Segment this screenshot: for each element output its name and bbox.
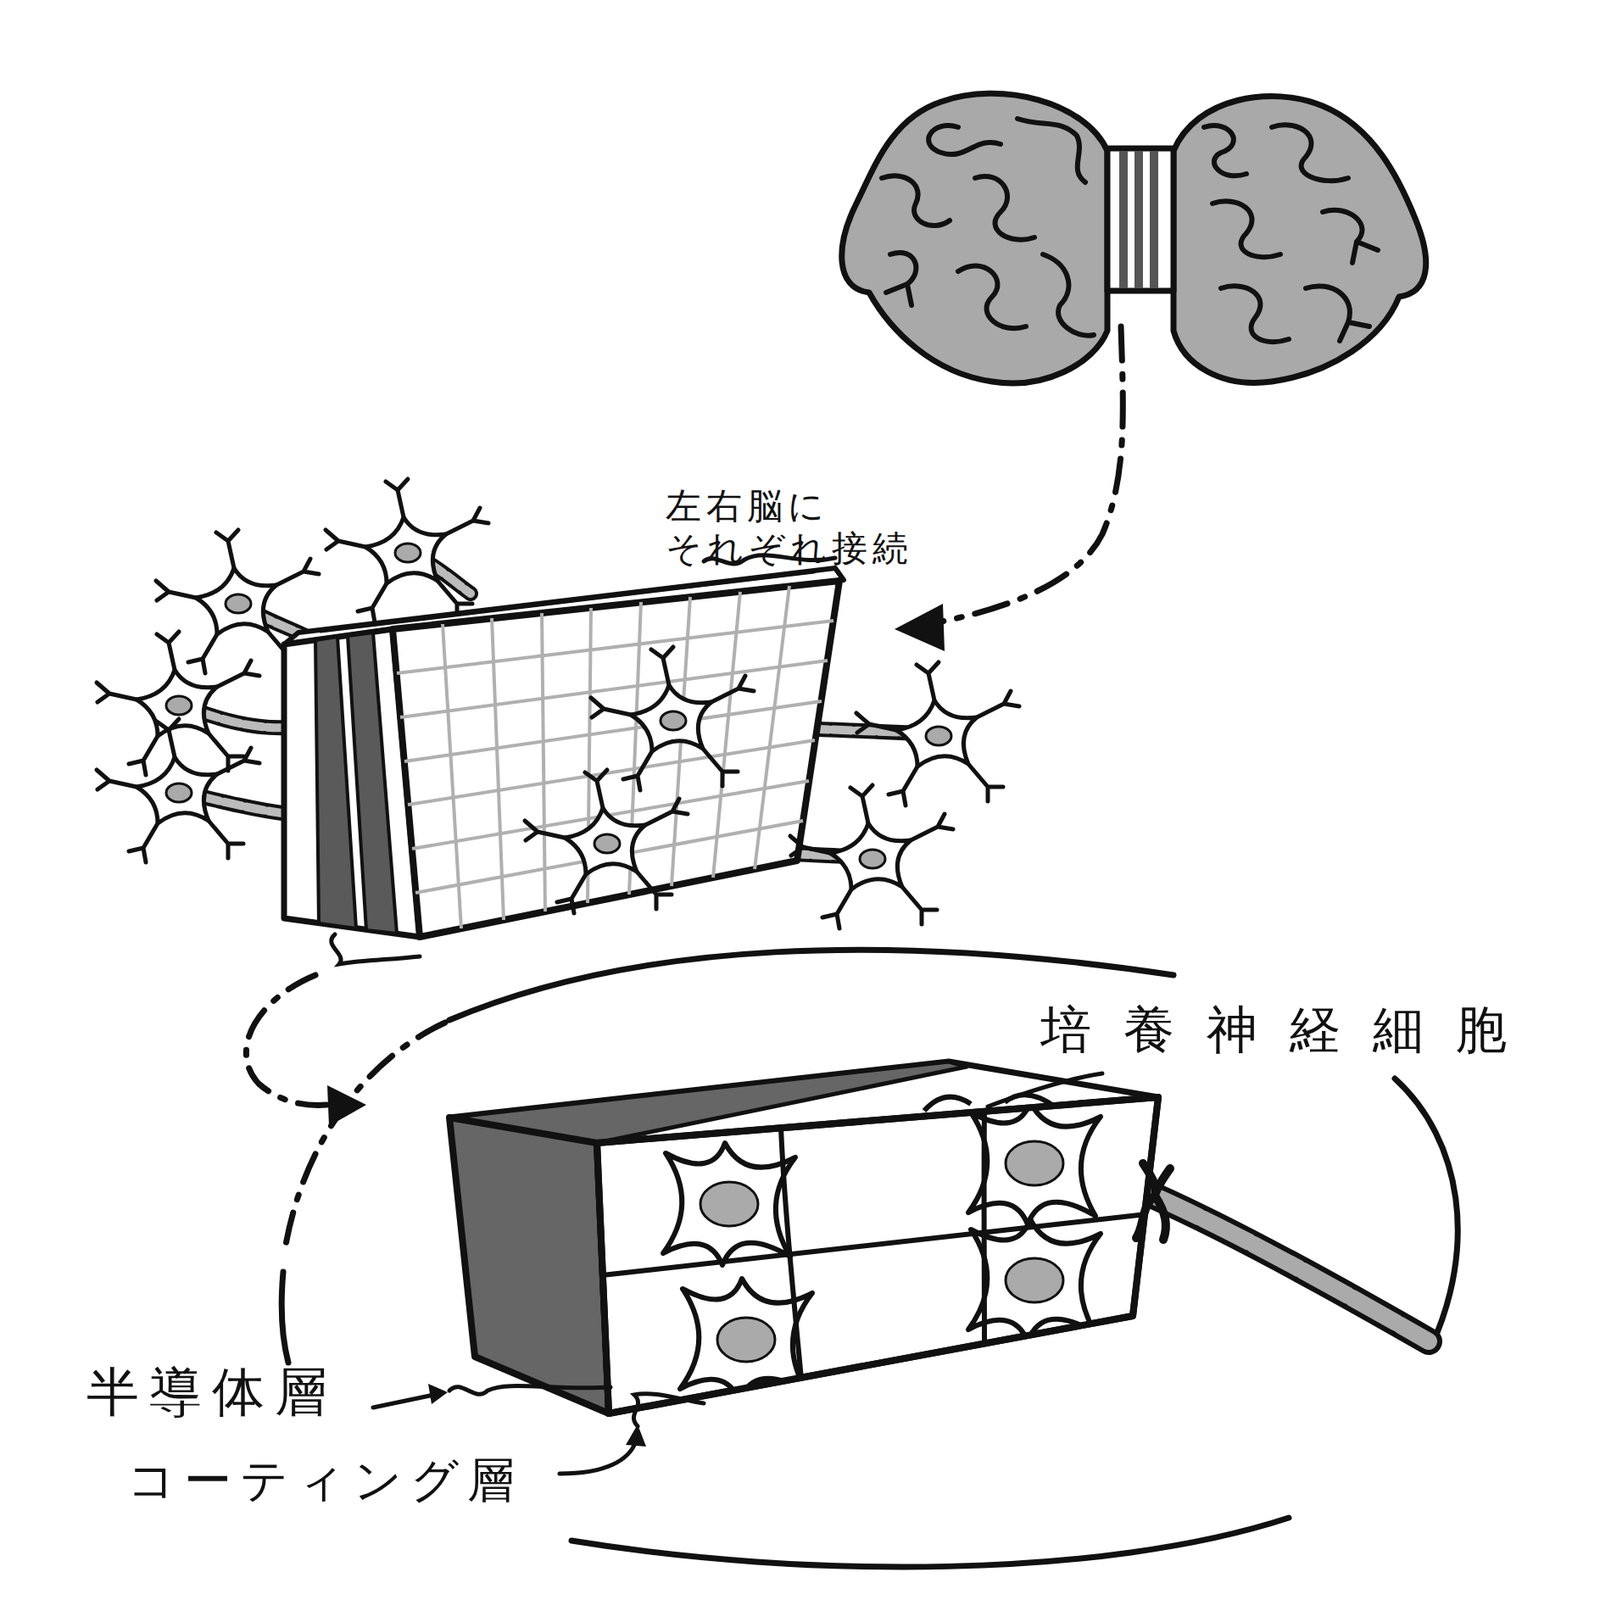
cell-dividers bbox=[981, 1110, 987, 1344]
electrode-grid bbox=[396, 585, 834, 929]
cell-dividers bbox=[602, 1214, 1147, 1276]
arrowhead bbox=[894, 603, 945, 652]
electrode-grid bbox=[541, 613, 546, 912]
interface-stripes bbox=[1149, 150, 1159, 289]
left-hemisphere bbox=[841, 93, 1108, 384]
leader-line bbox=[331, 555, 836, 965]
leader-line bbox=[331, 934, 420, 965]
dashed-arrow bbox=[932, 326, 1123, 624]
sulci bbox=[928, 125, 1001, 155]
leader-line bbox=[373, 1394, 435, 1408]
part-label: 培養神経細胞 bbox=[1040, 998, 1539, 1060]
dashed-arrow bbox=[932, 326, 1123, 624]
electrode-grid bbox=[442, 624, 462, 929]
leader-line bbox=[449, 1386, 611, 1395]
neurons-outside bbox=[96, 719, 260, 863]
dashed-arrow bbox=[245, 975, 327, 1105]
brain bbox=[841, 93, 1427, 384]
interface-stripes bbox=[1134, 150, 1143, 289]
sulci bbox=[1220, 285, 1289, 342]
neurons-on-device bbox=[790, 785, 954, 929]
part-label: コーティング層 bbox=[127, 1451, 524, 1509]
brain-interface bbox=[1107, 148, 1174, 291]
sulci bbox=[1305, 285, 1370, 341]
leader-line bbox=[633, 1393, 704, 1427]
slab-front bbox=[392, 580, 840, 937]
leader-line bbox=[373, 1073, 1103, 1474]
electrode-grid bbox=[407, 740, 815, 805]
cultured-cells bbox=[663, 1142, 796, 1266]
zoom-outline bbox=[281, 1271, 289, 1363]
block-front-edge bbox=[596, 1097, 1159, 1414]
sulci bbox=[1204, 125, 1247, 176]
side-dark-band bbox=[347, 632, 397, 934]
neurons-on-device bbox=[590, 646, 754, 791]
leader-line bbox=[987, 1073, 1103, 1107]
electrode-grid bbox=[396, 620, 834, 674]
arrowhead bbox=[327, 1085, 367, 1127]
axon-terminal bbox=[1136, 1163, 1171, 1240]
part-label: 半導体層 bbox=[86, 1360, 338, 1424]
zoom-block bbox=[449, 1061, 1171, 1414]
neurons-outside bbox=[96, 631, 260, 775]
cultured-cells bbox=[968, 1102, 1101, 1225]
axon bbox=[1153, 1195, 1429, 1342]
dashed-arrow bbox=[284, 1022, 446, 1255]
sulci bbox=[1017, 118, 1086, 183]
arrowhead bbox=[428, 1383, 448, 1405]
electrode-grid bbox=[491, 618, 504, 920]
sulci bbox=[886, 252, 916, 306]
sulci bbox=[1322, 210, 1378, 263]
arrowhead bbox=[625, 1424, 647, 1447]
block-front bbox=[596, 1097, 1159, 1414]
neurons-on-device bbox=[524, 646, 1020, 929]
cell-dividers bbox=[602, 1110, 1147, 1379]
zoom-outline bbox=[571, 1517, 1289, 1567]
zoom-outline bbox=[1394, 1078, 1458, 1347]
cultured-cells bbox=[663, 1102, 1101, 1401]
right-hemisphere bbox=[1173, 96, 1427, 384]
electrode-device bbox=[284, 568, 844, 937]
sulci bbox=[1271, 124, 1349, 181]
leader-line bbox=[559, 1441, 636, 1474]
interface-stripes bbox=[1119, 150, 1159, 289]
sulci bbox=[1042, 254, 1094, 336]
dashed-arrow bbox=[245, 975, 446, 1255]
handwritten-note: 左右脳に それぞれ接続 bbox=[665, 485, 1039, 571]
axon bbox=[1153, 1195, 1429, 1342]
neurons-on-device bbox=[524, 769, 688, 914]
semiconductor-layer bbox=[449, 1117, 609, 1414]
sulci bbox=[881, 118, 1378, 342]
axon bbox=[1153, 1195, 1429, 1342]
sulci bbox=[1212, 200, 1281, 257]
sulci bbox=[881, 175, 950, 226]
neurons-on-device bbox=[856, 662, 1020, 806]
sulci bbox=[975, 176, 1035, 240]
sulci bbox=[958, 265, 1026, 329]
interface-stripes bbox=[1119, 150, 1128, 289]
neurons-outside bbox=[325, 479, 489, 623]
